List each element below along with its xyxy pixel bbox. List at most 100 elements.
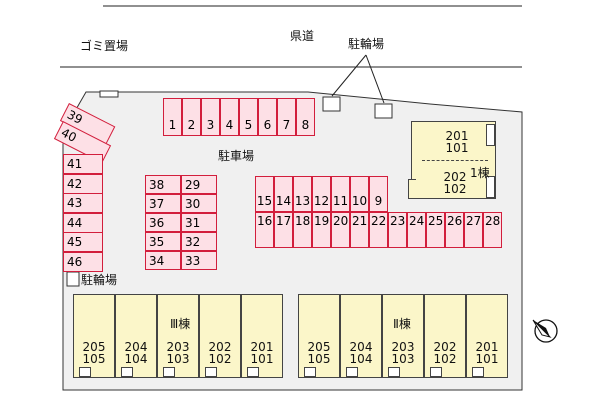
building-unit — [241, 294, 283, 378]
slot-number: 45 — [67, 235, 83, 249]
building-1-divider — [422, 160, 488, 161]
slot-number: 37 — [149, 196, 165, 211]
building-unit — [73, 294, 115, 378]
slot-number: 6 — [263, 118, 272, 132]
parking-slot: 43 — [63, 193, 103, 213]
prefectural-road-label: 県道 — [290, 29, 315, 43]
slot-number: 33 — [185, 253, 201, 268]
parking-slot: 21 — [350, 212, 369, 248]
building-unit — [424, 294, 466, 378]
unit-number: 201 — [445, 129, 469, 143]
parking-slot: 42 — [63, 173, 103, 194]
bicycle-parking-left-label: 駐輪場 — [66, 274, 117, 286]
slot-number: 18 — [295, 214, 311, 228]
slot-number: 14 — [275, 194, 292, 208]
parking-slot: 12 — [312, 176, 331, 212]
parking-slot: 4 — [220, 98, 239, 136]
building-3-label: Ⅲ棟 — [170, 317, 191, 331]
building-1-wall — [486, 176, 495, 198]
slot-number: 41 — [67, 157, 83, 171]
unit-number: 203 — [391, 340, 415, 354]
unit-number: 205 — [307, 340, 331, 354]
slot-number: 42 — [67, 176, 83, 191]
parking-slot: 23 — [388, 212, 407, 248]
unit-number: 101 — [475, 352, 499, 366]
slot-number: 7 — [282, 118, 291, 132]
unit-number: 104 — [349, 352, 373, 366]
parking-slot: 17 — [274, 212, 293, 248]
parking-slot: 22 — [369, 212, 388, 248]
slot-number: 38 — [149, 177, 165, 192]
parking-slot: 32 — [181, 232, 217, 251]
balcony — [79, 367, 91, 377]
slot-number: 10 — [351, 194, 368, 208]
parking-slot: 14 — [274, 176, 293, 212]
slot-number: 40 — [58, 125, 79, 145]
parking-slot: 6 — [258, 98, 277, 136]
parking-slot: 45 — [63, 232, 103, 252]
slot-number: 29 — [185, 177, 201, 192]
unit-number: 205 — [82, 340, 106, 354]
parking-slot: 46 — [63, 251, 103, 272]
parking-slot: 9 — [369, 176, 388, 212]
balcony — [388, 367, 400, 377]
parking-slot: 5 — [239, 98, 258, 136]
bicycle-parking-left-text: 駐輪場 — [81, 273, 118, 287]
building-1-label: 1棟 — [470, 166, 490, 180]
slot-number: 13 — [294, 194, 311, 208]
building-1-lower — [408, 179, 416, 199]
unit-number: 104 — [124, 352, 148, 366]
slot-number: 28 — [485, 214, 501, 228]
balcony — [304, 367, 316, 377]
unit-number: 201 — [250, 340, 274, 354]
slot-number: 44 — [67, 215, 83, 230]
slot-number: 46 — [67, 254, 83, 269]
parking-slot: 24 — [407, 212, 426, 248]
parking-slot: 15 — [255, 176, 274, 212]
slot-number: 17 — [276, 214, 292, 228]
unit-number: 101 — [445, 141, 469, 155]
slot-number: 32 — [185, 234, 201, 249]
parking-slot: 20 — [331, 212, 350, 248]
slot-number: 9 — [374, 194, 383, 208]
balcony — [346, 367, 358, 377]
parking-slot: 26 — [445, 212, 464, 248]
unit-number: 204 — [349, 340, 373, 354]
unit-number: 105 — [82, 352, 106, 366]
slot-number: 20 — [333, 214, 349, 228]
pointer-line-2 — [365, 54, 385, 104]
slot-number: 23 — [390, 214, 406, 228]
unit-number: 101 — [250, 352, 274, 366]
unit-number: 203 — [166, 340, 190, 354]
parking-slot: 2 — [182, 98, 201, 136]
slot-number: 36 — [149, 215, 165, 230]
slot-number: 16 — [257, 214, 273, 228]
bicycle-parking-top-label: 駐輪場 — [348, 37, 385, 51]
slot-number: 5 — [244, 118, 253, 132]
balcony — [121, 367, 133, 377]
parking-slot: 8 — [296, 98, 315, 136]
parking-slot: 25 — [426, 212, 445, 248]
bicycle-rack-left — [66, 271, 80, 287]
parking-slot: 7 — [277, 98, 296, 136]
slot-number: 24 — [409, 214, 425, 228]
unit-number: 102 — [443, 182, 467, 196]
building-unit — [199, 294, 241, 378]
parking-slot: 11 — [331, 176, 350, 212]
slot-number: 30 — [185, 196, 201, 211]
garbage-label: ゴミ置場 — [80, 39, 129, 53]
slot-number: 27 — [466, 214, 482, 228]
parking-slot: 10 — [350, 176, 369, 212]
slot-number: 8 — [301, 118, 310, 132]
balcony — [247, 367, 259, 377]
slot-number: 26 — [447, 214, 463, 228]
slot-number: 21 — [352, 214, 368, 228]
building-1-wall — [486, 124, 495, 146]
parking-slot: 16 — [255, 212, 274, 248]
unit-number: 103 — [391, 352, 415, 366]
building-unit — [157, 294, 199, 378]
parking-slot: 38 — [145, 175, 181, 194]
parking-slot: 41 — [63, 154, 103, 174]
parking-slot: 27 — [464, 212, 483, 248]
slot-number: 12 — [313, 194, 330, 208]
